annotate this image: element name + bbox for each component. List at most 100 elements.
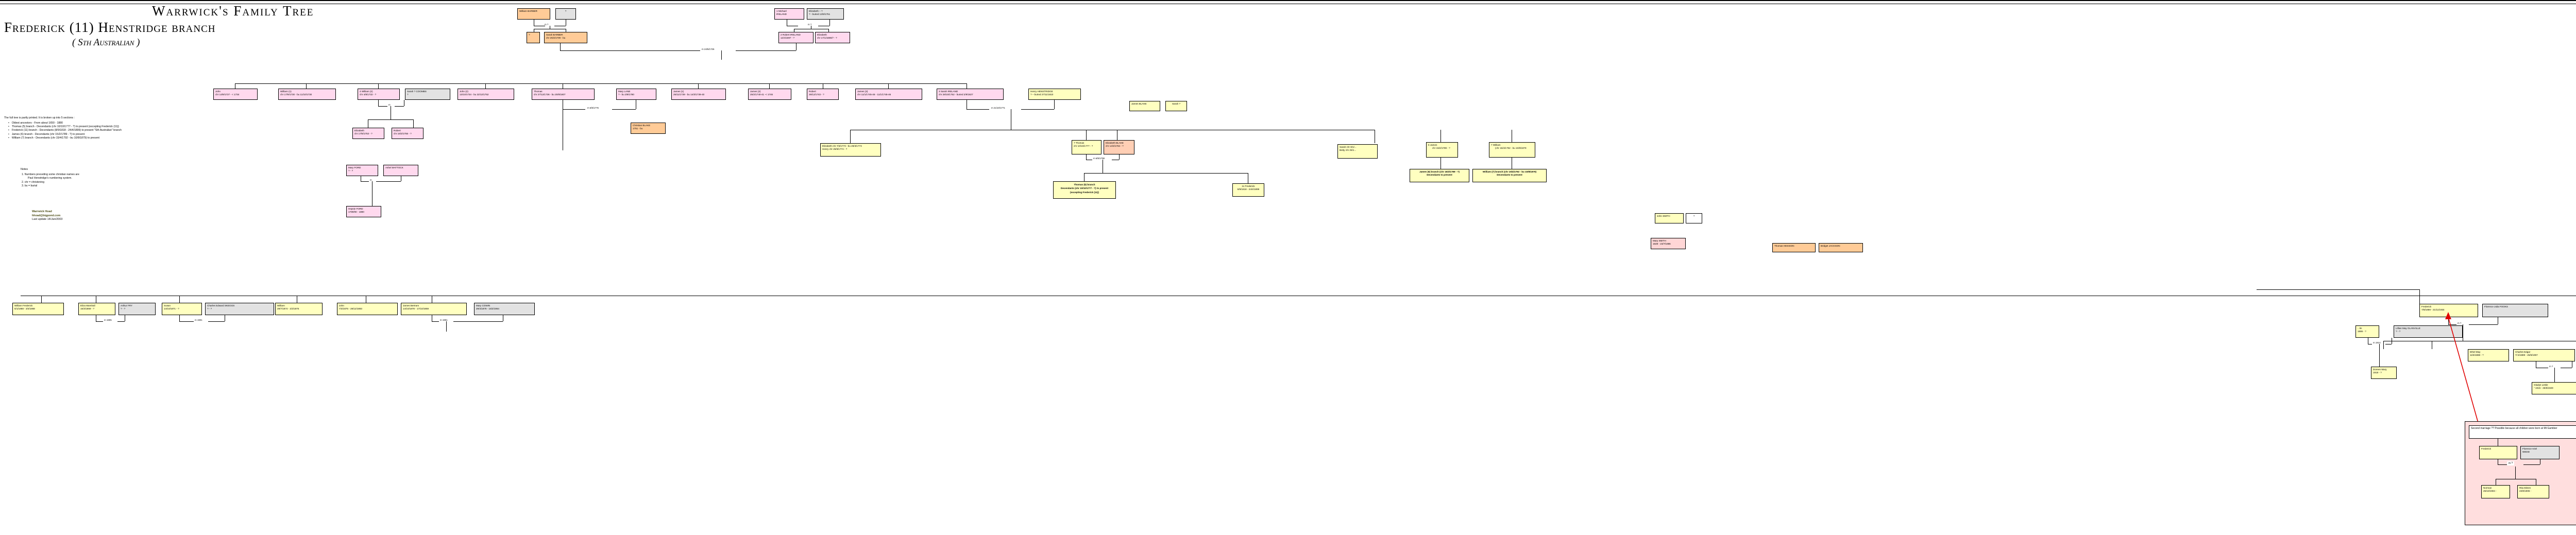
person-box-elizabeth-blake[interactable]: Elizabeth BLAKE chr 14/3/1784 - ?	[1104, 140, 1134, 154]
person-box-rita-eileen[interactable]: Rita Eileen 23/8/1906 -	[2517, 485, 2549, 498]
person-box-thomas-1736[interactable]: Thomas chr 27/12/1736 - bu 20/8/1807	[532, 89, 595, 100]
person-box-bridget-jackson[interactable]: Bridget JACKSON	[1819, 243, 1863, 252]
person-name: Elizabeth BLAKE	[1106, 142, 1124, 144]
person-box-mary-smith[interactable]: Mary SMITH 1828 - 23/7/1886	[1651, 238, 1686, 249]
person-box-gladys-leslie[interactable]: Gladys Leslie " 1915 - 26/6/1929	[2532, 382, 2576, 394]
person-name: William BARBER	[519, 10, 537, 12]
person-box-sarah-betty-pair[interactable]: Sarah chr 8/1/... Betty chr 25/1...	[1337, 144, 1378, 159]
person-dates: ? - bu 3/9/1780	[618, 93, 634, 96]
person-box-susan[interactable]: Susan 14/10/1871 - ?	[162, 303, 202, 315]
person-box-elizabeth-ireland-spouse[interactable]: Elizabeth – ? ? - buried 13/9/1751	[807, 8, 844, 20]
person-box-james-1[interactable]: James (1) 25/11/1739 - bu 14/3/1739-40	[671, 89, 726, 100]
author-email: hhoad@bigpond.com	[32, 214, 61, 217]
person-dates: chr 14/3/1784 - ?	[1106, 145, 1124, 148]
person-box-sarah-barber[interactable]: Sarah BARBER chr 25/3/1709 - bu	[544, 32, 587, 43]
person-box-elizabeth-1753[interactable]: Elizabeth chr 17/8/1753 - ?	[352, 128, 384, 139]
person-box-john-2[interactable]: John (2) 13/10/1734 - bu 22/12/1752	[457, 89, 514, 100]
person-box-mary-ford[interactable]: Mary FORD ? - ?	[346, 165, 378, 176]
person-box-smith-spouse-unknown[interactable]: ?	[1686, 213, 1702, 223]
person-box-doreen-mary[interactable]: Doreen Mary 1918 - ?	[2371, 367, 2397, 379]
person-name: Sarah chr 8/1/...	[1340, 146, 1357, 148]
person-box-sarah-ireland[interactable]: 3 Sarah IRELAND chr 28/10/1752 - buried …	[937, 89, 1004, 100]
person-box-james-bertram[interactable]: James Bertram 14/10/1878 - 17/10/1959	[401, 303, 467, 315]
connector	[888, 83, 889, 89]
person-box-john-1876[interactable]: John 7/3/1876 - 28/12/1883	[337, 303, 398, 315]
person-box-charles-edgar[interactable]: Charles Edgar 7/.5/1889 - 26/6/1957	[2513, 349, 2575, 361]
connector	[769, 83, 770, 89]
person-box-william-7[interactable]: 7 William (chr 15/4/1792 - bu 10/8/1879	[1489, 142, 1535, 158]
marriage-label: m 24/5/1726	[701, 48, 716, 50]
connector	[453, 321, 503, 322]
person-box-frederick-11[interactable]: 11 Frederick 8/9/1818 - 24/4/1899	[1232, 183, 1264, 197]
person-name: ?	[1693, 215, 1695, 217]
person-box-eliza-marshall[interactable]: Eliza Marshall 15/3/1869 - ?	[78, 303, 115, 315]
person-name: Florence Julia FOOKS	[2484, 305, 2508, 308]
person-box-norman[interactable]: Norman 25/10/1904 -	[2481, 485, 2510, 498]
person-dates: 28/12/1743 - ?	[809, 93, 824, 96]
person-box-james-3[interactable]: James (3) chr 11/1/1745-46 - 11/1/1745-4…	[855, 89, 922, 100]
person-dates: chr 4/8/1732 - ?	[360, 93, 377, 96]
person-box-florence-julia-fooks[interactable]: Florence Julia FOOKS	[2482, 304, 2548, 317]
person-name: Ethel May	[2470, 351, 2481, 353]
person-name: 1 Michael	[776, 10, 787, 12]
person-dates: chr 17/1/1686/7 - ?	[817, 37, 837, 40]
page-title-line2: Frederick (11) Henstridge branch	[4, 20, 216, 35]
person-box-christian-blake[interactable]: Christian BLAKE 1751 - bu	[631, 123, 666, 134]
person-dates: 11/5/1888 - ?	[2470, 354, 2484, 357]
person-box-robert-1755[interactable]: Robert chr 16/3/1755 - ?	[392, 128, 423, 139]
notes-body: 1. Numbers preceding some christian name…	[22, 173, 79, 188]
person-box-glanville-husband[interactable]: ...lin 1886 - ?	[2355, 325, 2379, 338]
sibling-bar	[1084, 173, 1248, 174]
person-box-elizabeth-ireland[interactable]: Elizabeth chr 17/1/1686/7 - ?	[815, 32, 850, 43]
person-name: William (1)	[280, 90, 292, 93]
person-box-william-1[interactable]: William (1) chr 17/9/1730 - bu 11/10/173…	[278, 89, 336, 100]
person-box-elizabeth-henry-pair[interactable]: Elizabeth chr 7/3/1773 - bu 28/3/1773 He…	[820, 143, 881, 157]
person-box-robert-1743[interactable]: Robert 28/12/1743 - ?	[807, 89, 839, 100]
branch-box-james-6[interactable]: James (6) branch (chr 15/2/1789 - ?) Dec…	[1410, 169, 1469, 182]
person-dates: 13/10/1734 - bu 22/12/1752	[460, 93, 489, 96]
branch-box-thomas-5[interactable]: Thomas (5) branch Decendants (chr 10/10/…	[1053, 181, 1116, 199]
marriage-label: m 1914	[2372, 341, 2382, 344]
person-box-arthur-fry[interactable]: Arthur FRY ? - ?	[118, 303, 156, 315]
person-name: Bridget JACKSON	[1821, 245, 1840, 247]
person-box-sarah-coombs[interactable]: Sarah ? COOMBS ?	[405, 89, 450, 100]
person-name: Elizabeth chr 7/3/1773 - bu 28/3/1773	[822, 145, 862, 147]
connector	[395, 106, 404, 107]
person-box-sarah-blake-unknown[interactable]: Sarah ?	[1165, 101, 1187, 111]
person-box-william-barber[interactable]: William BARBER	[517, 8, 550, 20]
person-box-william-1874[interactable]: William 29/7/1874 - 2/2/1875	[275, 303, 323, 315]
person-dates: 1886 - ?	[2358, 330, 2366, 333]
person-box-william-2[interactable]: 4 William (2) chr 4/8/1732 - ?	[358, 89, 400, 100]
person-box-james-blake[interactable]: James BLAKE	[1129, 101, 1160, 111]
person-box-frederick-second-marriage[interactable]: Frederick	[2479, 446, 2517, 459]
person-box-henry-henstridge[interactable]: Henry HENSTRIDGE ? – buried 27/11/1810	[1028, 89, 1081, 100]
person-box-john-1727[interactable]: John chr 14/9/1727 - < 1734	[213, 89, 258, 100]
person-box-charles-edward-skeggs[interactable]: Charles Edward SKEGGS ? - ?	[205, 303, 274, 315]
person-dates: chr 11/1/1745-46 - 11/1/1745-46	[857, 93, 891, 96]
person-box-ethel-may[interactable]: Ethel May 11/5/1888 - ?	[2468, 349, 2509, 361]
connector	[612, 109, 636, 110]
person-box-thomas-hession[interactable]: Thomas HESSION	[1772, 243, 1816, 252]
person-box-william-frederick[interactable]: William Frederick 6/1/1868 - 3/4/1868	[12, 303, 64, 315]
person-name: Hepsie FORD	[348, 208, 363, 210]
person-box-hepsie-ford[interactable]: Hepsie FORD 1789/90 - 1880	[346, 206, 381, 217]
person-box-mary-cowin[interactable]: Mary COWIN 29/4/1878 - 16/2/1964	[474, 303, 535, 315]
person-box-robert-ireland[interactable]: 2 Robert IRELAND 12/4/1697 - ?	[778, 32, 814, 43]
person-name: Eliza Marshall	[80, 304, 95, 307]
person-box-barber-spouse-unknown[interactable]: ?	[555, 8, 576, 20]
person-box-barber-child-unknown[interactable]: ?	[527, 32, 540, 43]
legend-item-1: Thomas (5) branch - Decendants (chr 10/1…	[6, 125, 122, 129]
person-dates: ? - ?	[207, 307, 212, 310]
person-name: 4 William (2)	[360, 90, 373, 93]
person-name: Charles Edgar	[2515, 351, 2531, 353]
person-box-james-2[interactable]: James (2) 25/2/1740-41 -< 1746	[748, 89, 791, 100]
person-name: James (3)	[857, 90, 868, 93]
person-box-michael-ireland[interactable]: 1 Michael IRELAND	[774, 8, 804, 20]
person-box-john-smith[interactable]: John SMITH	[1655, 213, 1684, 223]
person-box-mary-lane[interactable]: Mary LANE ? - bu 3/9/1780	[616, 89, 656, 100]
person-box-florence-ariel-wedd[interactable]: Florence Ariel WEDD	[2520, 446, 2560, 459]
person-box-james-6[interactable]: 6 James chr 15/2/1789 - ?	[1426, 142, 1458, 158]
person-box-thomas-5[interactable]: 7 Thomas chr 10/10/1777 - ?	[1072, 140, 1101, 154]
branch-box-william-7[interactable]: William (7) branch (chr 15/4/1792 - bu 1…	[1472, 169, 1547, 182]
person-box-ashel-mattock[interactable]: Ashel MATTOCK	[383, 165, 418, 176]
